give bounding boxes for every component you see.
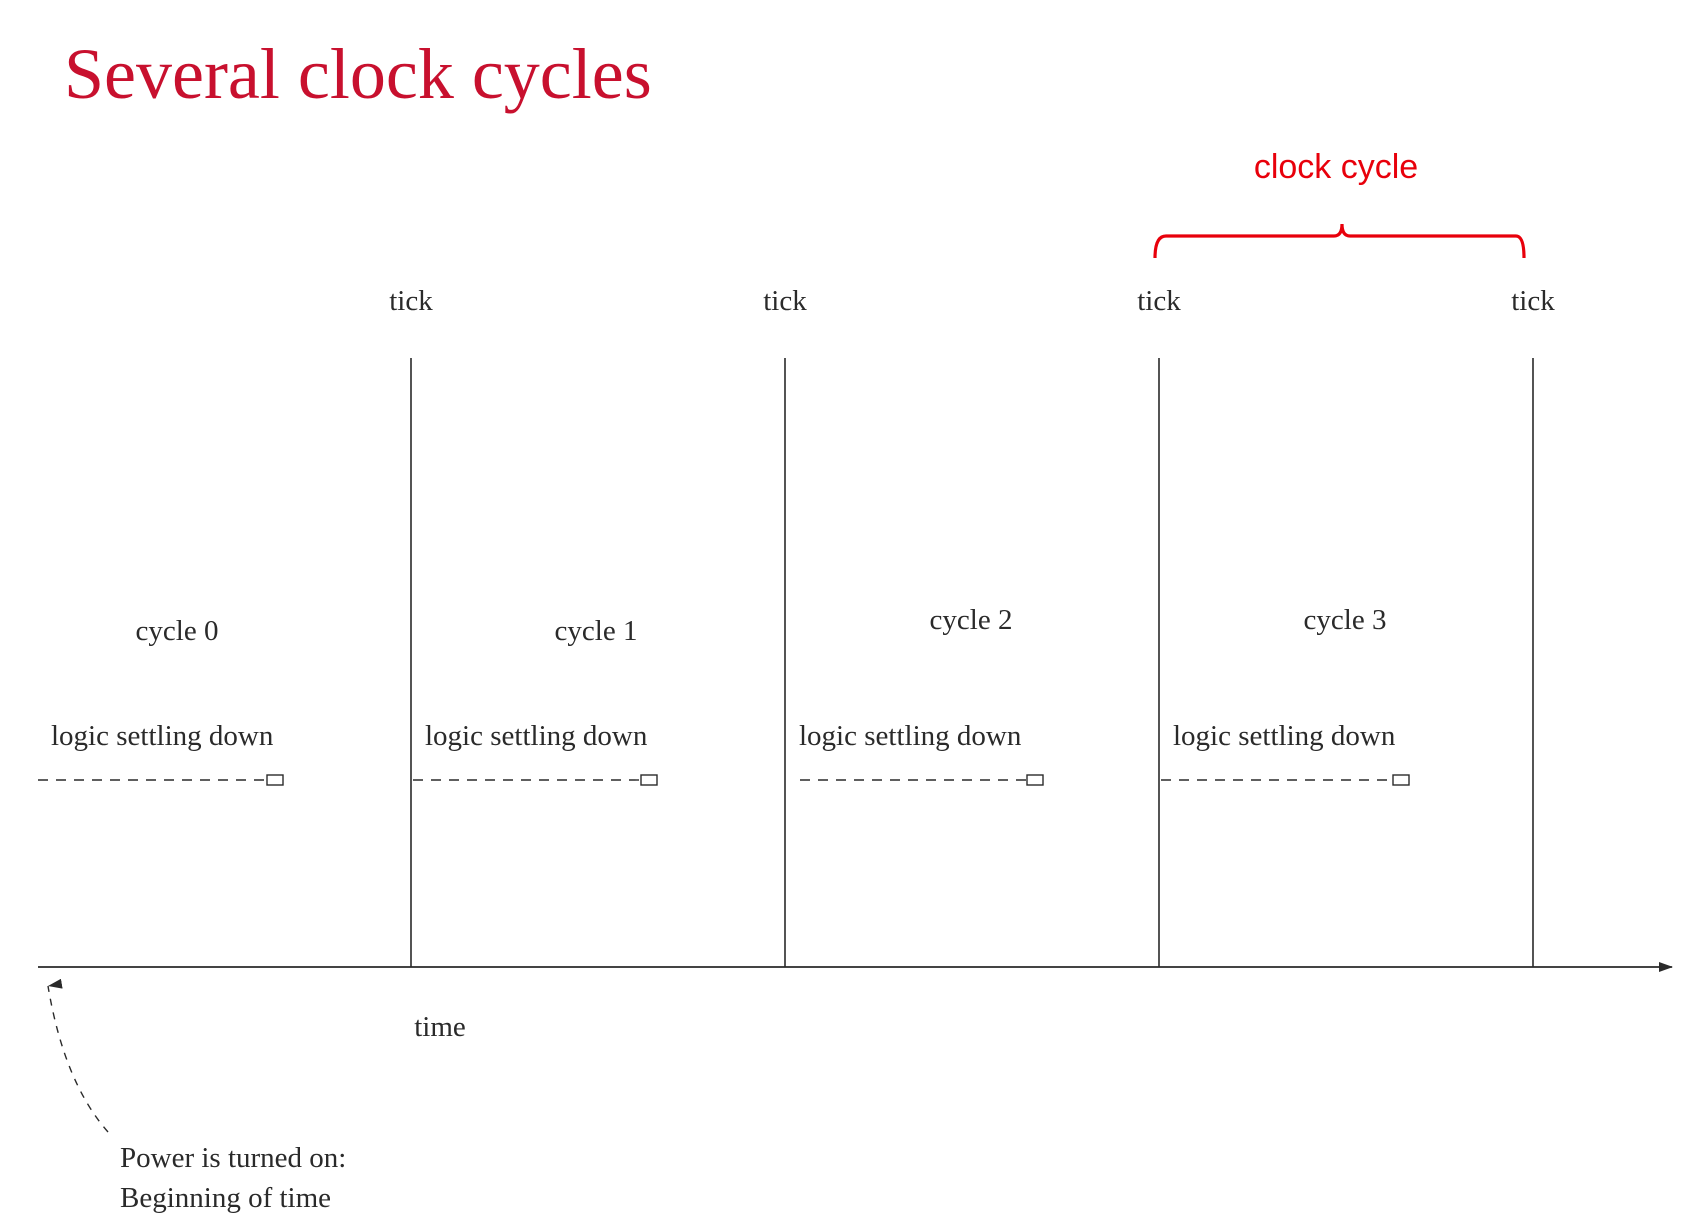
tick-lines <box>410 358 1534 967</box>
tick-label: tick <box>763 285 807 317</box>
settling-label: logic settling down <box>51 720 274 752</box>
cycle-label: cycle 0 <box>136 615 219 647</box>
settling-end-box <box>640 774 658 786</box>
tick-label: tick <box>1511 285 1555 317</box>
power-note-line-2: Beginning of time <box>120 1182 331 1214</box>
clock-cycle-label: clock cycle <box>1254 148 1418 186</box>
settling-label: logic settling down <box>799 720 1022 752</box>
settling-end-box <box>266 774 284 786</box>
settling-labels: logic settling down logic settling down … <box>51 720 1396 752</box>
settling-end-box <box>1392 774 1410 786</box>
settling-end-box <box>1026 774 1044 786</box>
power-on-arrow <box>47 978 109 1133</box>
clock-cycle-annotation: clock cycle <box>1153 148 1526 259</box>
power-note-line-1: Power is turned on: <box>120 1142 346 1174</box>
slide-title: Several clock cycles <box>64 34 652 114</box>
tick-label: tick <box>1137 285 1181 317</box>
cycle-labels: cycle 0 cycle 1 cycle 2 cycle 3 <box>136 604 1387 647</box>
time-axis-label: time <box>414 1011 466 1043</box>
cycle-label: cycle 3 <box>1304 604 1387 636</box>
power-on-note: Power is turned on: Beginning of time <box>120 1142 346 1214</box>
settling-label: logic settling down <box>425 720 648 752</box>
clock-cycle-bracket <box>1153 223 1526 259</box>
tick-labels: tick tick tick tick <box>389 285 1555 317</box>
cycle-label: cycle 2 <box>930 604 1013 636</box>
settling-indicators <box>38 774 1410 786</box>
cycle-label: cycle 1 <box>555 615 638 647</box>
tick-label: tick <box>389 285 433 317</box>
settling-label: logic settling down <box>1173 720 1396 752</box>
